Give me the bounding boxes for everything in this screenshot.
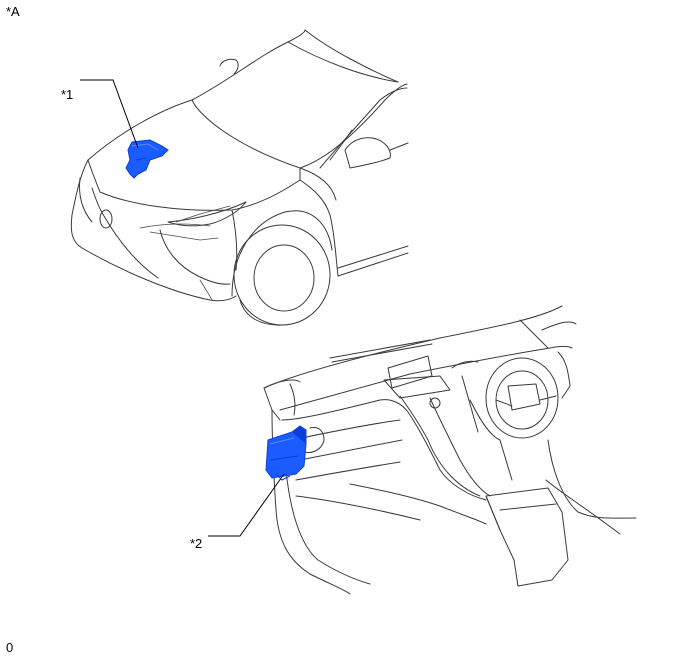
callout-1-leader bbox=[80, 79, 139, 149]
callout-2-leader bbox=[208, 473, 285, 537]
footer-code: 0 bbox=[6, 640, 13, 655]
callout-2-label: *2 bbox=[190, 536, 202, 551]
car-exterior-drawing bbox=[70, 29, 409, 326]
component-2-icon bbox=[265, 425, 307, 481]
callout-1: *1 bbox=[61, 79, 139, 149]
callout-2: *2 bbox=[190, 473, 285, 551]
car-interior-drawing bbox=[263, 305, 637, 595]
callout-1-label: *1 bbox=[61, 87, 73, 102]
view-label: *A bbox=[6, 4, 20, 19]
component-1-icon bbox=[125, 139, 169, 179]
